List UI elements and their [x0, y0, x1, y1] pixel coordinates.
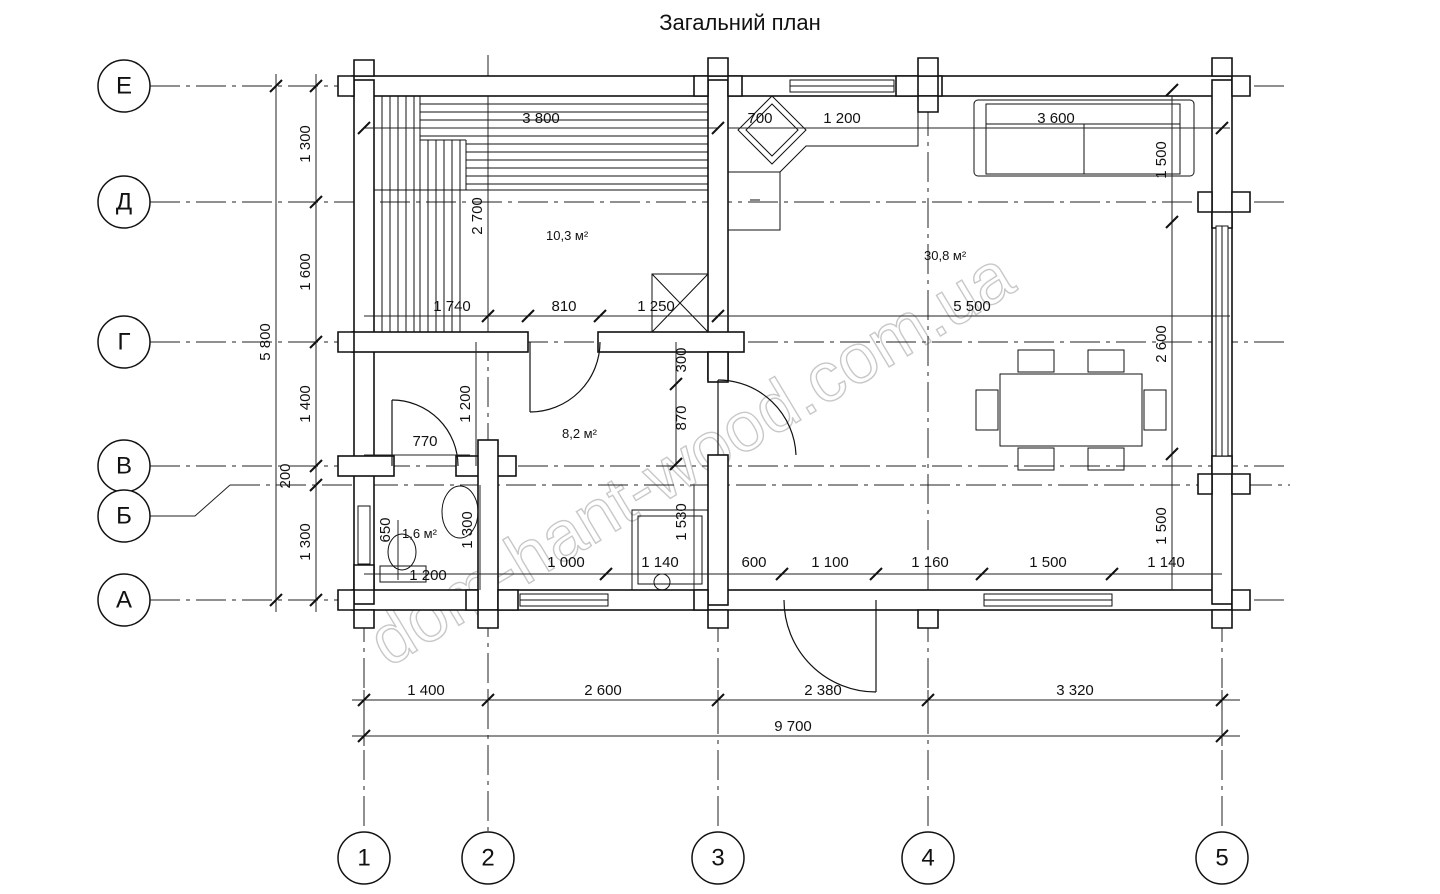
axis-label-5: 5	[1215, 845, 1228, 872]
dim-door-300: 300	[673, 347, 690, 372]
axis-label-A: А	[116, 587, 132, 614]
dim-bottom-3320: 3 320	[1056, 682, 1094, 699]
dim-left-total: 5 800	[257, 323, 274, 361]
log-corners	[337, 57, 1251, 629]
sauna-benches	[373, 95, 709, 332]
dim-bottom-1400: 1 400	[407, 682, 445, 699]
dim-sauna-top: 3 800	[522, 110, 560, 127]
axis-label-V: В	[116, 453, 132, 480]
dining-table-icon	[975, 349, 1167, 471]
dim-bottom-total: 9 700	[774, 718, 812, 735]
dim-door-770: 770	[412, 433, 437, 450]
room-area-living: 30,8 м²	[924, 248, 967, 263]
dim-shower-1530: 1 530	[673, 503, 690, 541]
dim-left-200: 200	[277, 463, 294, 488]
windows	[357, 79, 1229, 607]
dim-b-1100: 1 100	[811, 554, 849, 571]
dim-right-mid: 2 600	[1153, 325, 1170, 363]
dim-mid-1200: 1 200	[457, 385, 474, 423]
dim-door-870: 870	[673, 405, 690, 430]
dim-b-1140: 1 140	[641, 554, 679, 571]
room-area-hall: 8,2 м²	[562, 426, 598, 441]
dim-right-lower: 1 500	[1153, 507, 1170, 545]
col-axis-bubbles	[337, 831, 1249, 885]
dim-g-right: 5 500	[953, 298, 991, 315]
dim-sauna-height: 2 700	[469, 197, 486, 235]
dim-left-1300-bottom: 1 300	[297, 523, 314, 561]
dim-bottom-2380: 2 380	[804, 682, 842, 699]
axis-label-B: Б	[116, 503, 132, 530]
dim-left-1300-top: 1 300	[297, 125, 314, 163]
wc-fixtures	[379, 485, 479, 583]
row-axis-bubbles	[97, 59, 151, 627]
dimension-ticks	[269, 79, 1229, 743]
axis-label-2: 2	[481, 845, 494, 872]
dim-stove: 700	[747, 110, 772, 127]
axis-label-3: 3	[711, 845, 724, 872]
dim-counter: 1 200	[823, 110, 861, 127]
axis-b-leader	[150, 484, 231, 517]
axis-label-G: Г	[118, 329, 131, 356]
room-area-sauna: 10,3 м²	[546, 228, 589, 243]
dim-g-door: 810	[551, 298, 576, 315]
dim-wc-650: 650	[377, 517, 394, 542]
dim-g-left: 1 740	[433, 298, 471, 315]
dim-b-1000: 1 000	[547, 554, 585, 571]
dim-b-1160: 1 160	[911, 554, 949, 571]
sauna-heater	[651, 273, 709, 333]
room-area-wc: 1,6 м²	[402, 526, 438, 541]
axis-label-1: 1	[357, 845, 370, 872]
dim-b-600: 600	[741, 554, 766, 571]
dim-wc-1300: 1 300	[459, 511, 476, 549]
axis-label-4: 4	[921, 845, 934, 872]
dim-wc-1200: 1 200	[409, 567, 447, 584]
dim-left-1600: 1 600	[297, 253, 314, 291]
axis-label-E: Е	[116, 73, 132, 100]
dim-left-1400: 1 400	[297, 385, 314, 423]
dim-bottom-2600: 2 600	[584, 682, 622, 699]
dim-sofa: 3 600	[1037, 110, 1075, 127]
stove-counter	[728, 95, 919, 231]
sofa-icon	[973, 99, 1195, 177]
dim-right-upper: 1 500	[1153, 141, 1170, 179]
axis-label-D: Д	[116, 189, 132, 216]
dim-b-1500: 1 500	[1029, 554, 1067, 571]
dim-b-1140b: 1 140	[1147, 554, 1185, 571]
dim-g-mid: 1 250	[637, 298, 675, 315]
plan-title: Загальний план	[659, 10, 821, 35]
